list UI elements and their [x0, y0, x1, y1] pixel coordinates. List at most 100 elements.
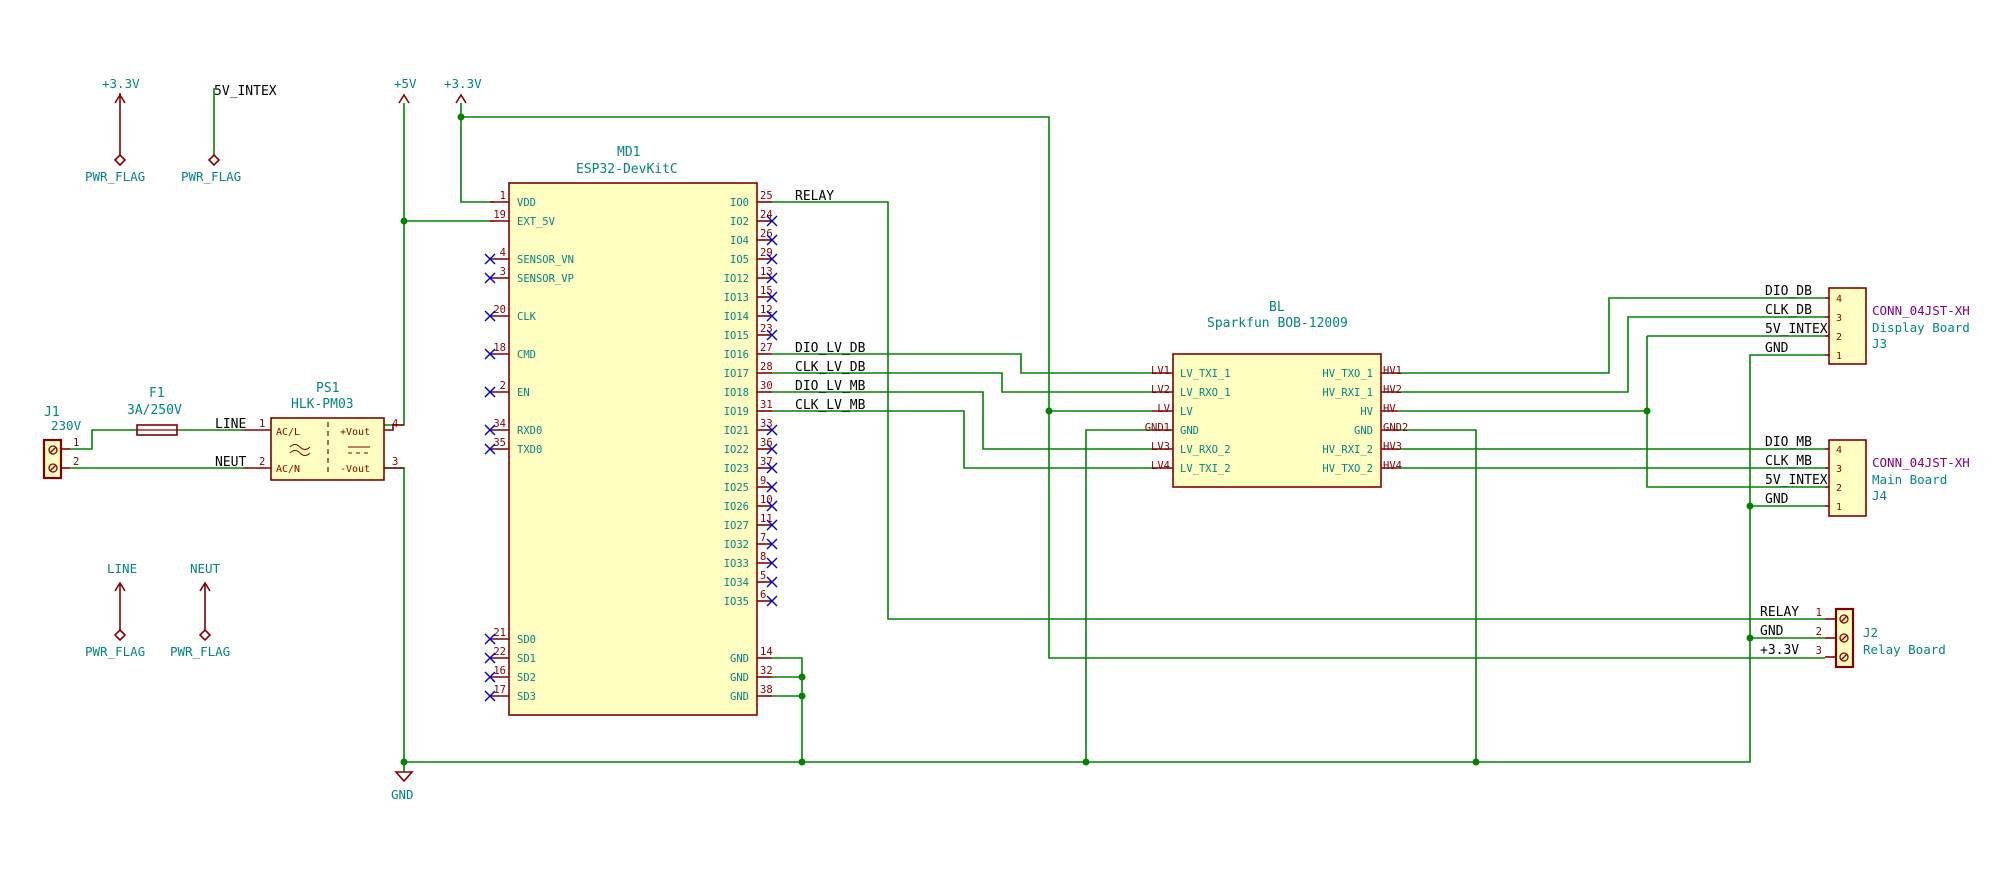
- md1-pin-name: IO18: [724, 387, 749, 399]
- net-label-dio-lv-db: DIO_LV_DB: [795, 341, 866, 356]
- md1-pin-number: 22: [493, 646, 506, 658]
- md1-pin-name: IO14: [724, 311, 749, 323]
- power-supply-ps1[interactable]: PS1 HLK-PM03 AC/L AC/N +Vout -Vout 1 2 4…: [243, 381, 404, 481]
- md1-pin-number: 4: [500, 247, 506, 259]
- md1-pin-number: 20: [493, 304, 506, 316]
- bl-pin-number: HV4: [1383, 460, 1402, 472]
- ps1-value: HLK-PM03: [291, 397, 354, 412]
- power-33v-rail: +3.3V: [444, 76, 482, 104]
- bl-pin-number: GND2: [1383, 422, 1408, 434]
- md1-pin-number: 1: [500, 190, 506, 202]
- bl-pin-name: HV_RXI_2: [1322, 444, 1373, 456]
- md1-pin-number: 7: [760, 532, 766, 544]
- connector-j1[interactable]: J1 230V 1 2: [42, 405, 82, 480]
- bl-pin-number: LV3: [1151, 441, 1170, 453]
- svg-text:4: 4: [392, 418, 398, 430]
- md1-left-pins: 1VDD19EXT_5V4SENSOR_VN3SENSOR_VP20CLK18C…: [484, 190, 574, 703]
- md1-pin-name: VDD: [517, 197, 536, 209]
- md1-pin-number: 27: [760, 342, 773, 354]
- md1-pin-number: 32: [760, 665, 773, 677]
- bl-pin-name: HV_RXI_1: [1322, 387, 1373, 399]
- bl-pin-name: HV_TXO_1: [1322, 368, 1373, 380]
- connector-net-label: DIO_MB: [1765, 435, 1812, 450]
- net-label-clk-lv-mb: CLK_LV_MB: [795, 398, 866, 413]
- svg-text:1: 1: [73, 437, 79, 449]
- bl-pin-number: HV1: [1383, 365, 1402, 377]
- connector-pin-number: 2: [1836, 332, 1842, 343]
- md1-ref: MD1: [617, 145, 640, 160]
- connector-net-label: CLK_MB: [1765, 454, 1812, 469]
- md1-pin-number: 38: [760, 684, 773, 696]
- power-label-neut: NEUT: [190, 561, 221, 576]
- connector-net-label: 5V_INTEX: [1765, 473, 1828, 488]
- bl-pin-name: LV_RXO_2: [1180, 444, 1231, 456]
- f1-value: 3A/250V: [127, 403, 182, 418]
- md1-pin-number: 31: [760, 399, 773, 411]
- md1-pin-number: 14: [760, 646, 773, 658]
- md1-pin-name: IO23: [724, 463, 749, 475]
- module-md1[interactable]: MD1 ESP32-DevKitC 1VDD19EXT_5V4SENSOR_VN…: [484, 145, 778, 716]
- svg-text:2: 2: [259, 456, 265, 468]
- svg-text:AC/L: AC/L: [276, 427, 300, 438]
- md1-pin-number: 18: [493, 342, 506, 354]
- connector-pin-number: 4: [1836, 294, 1842, 305]
- md1-pin-name: IO19: [724, 406, 749, 418]
- j4-value: CONN_04JST-XH: [1872, 455, 1970, 470]
- power-flag-line: LINE PWR_FLAG: [85, 561, 145, 659]
- pwr-flag-label: PWR_FLAG: [85, 644, 145, 659]
- wires: [70, 88, 1825, 763]
- net-label-dio-lv-mb: DIO_LV_MB: [795, 379, 866, 394]
- md1-pin-name: RXD0: [517, 425, 542, 437]
- j3-desc: Display Board: [1872, 320, 1970, 335]
- md1-pin-name: GND: [730, 691, 749, 703]
- md1-pin-name: IO21: [724, 425, 749, 437]
- ps1-ref: PS1: [316, 381, 339, 396]
- svg-text:AC/N: AC/N: [276, 464, 300, 475]
- md1-pin-name: EN: [517, 387, 530, 399]
- md1-pin-name: IO16: [724, 349, 749, 361]
- md1-pin-name: IO15: [724, 330, 749, 342]
- md1-pin-number: 16: [493, 665, 506, 677]
- power-label-33v: +3.3V: [102, 76, 140, 91]
- md1-pin-name: SENSOR_VP: [517, 273, 574, 285]
- bl-right-pins: HV1HV_TXO_1HV2HV_RXI_1HVHVGND2GNDHV3HV_R…: [1322, 365, 1408, 475]
- power-label-5v: +5V: [394, 76, 417, 91]
- j1-value: 230V: [51, 418, 82, 433]
- power-label-5v-intex: 5V_INTEX: [214, 84, 277, 99]
- j2-ref: J2: [1863, 625, 1878, 640]
- connector-pin-number: 3: [1836, 464, 1842, 475]
- md1-pin-name: SD2: [517, 672, 536, 684]
- connector-net-label: CLK_DB: [1765, 303, 1812, 318]
- bl-pin-number: LV2: [1151, 384, 1170, 396]
- bl-pin-name: GND: [1354, 425, 1373, 437]
- md1-pin-name: SD0: [517, 634, 536, 646]
- bl-pin-number: HV: [1383, 403, 1396, 415]
- md1-pin-number: 30: [760, 380, 773, 392]
- power-flag-33v: +3.3V PWR_FLAG: [85, 76, 145, 184]
- power-5v: +5V: [394, 76, 417, 104]
- md1-value: ESP32-DevKitC: [576, 162, 678, 177]
- bl-pin-number: LV1: [1151, 365, 1170, 377]
- md1-pin-name: IO2: [730, 216, 749, 228]
- power-flag-neut: NEUT PWR_FLAG: [170, 561, 230, 659]
- md1-pin-name: IO35: [724, 596, 749, 608]
- connector-net-label: +3.3V: [1760, 643, 1799, 658]
- md1-pin-name: IO5: [730, 254, 749, 266]
- md1-pin-name: IO13: [724, 292, 749, 304]
- bl-pin-name: LV_RXO_1: [1180, 387, 1231, 399]
- md1-pin-number: 25: [760, 190, 773, 202]
- md1-pin-number: 9: [760, 475, 766, 487]
- power-label-line: LINE: [107, 561, 137, 576]
- fuse-f1[interactable]: F1 3A/250V: [127, 386, 182, 436]
- connector-pin-number: 4: [1836, 445, 1842, 456]
- connector-pin-number: 2: [1836, 483, 1842, 494]
- j4-desc: Main Board: [1872, 472, 1947, 487]
- md1-pin-name: GND: [730, 672, 749, 684]
- bl-pin-number: LV4: [1151, 460, 1170, 472]
